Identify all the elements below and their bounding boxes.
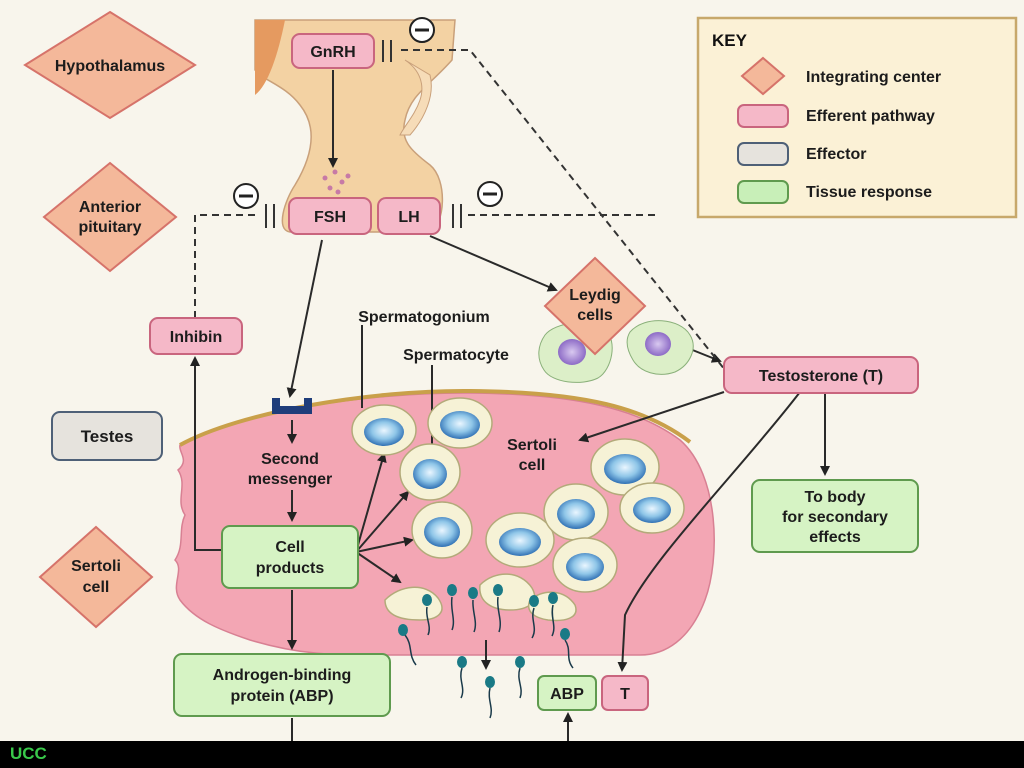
svg-text:Testes: Testes xyxy=(81,427,134,446)
sperm-heads xyxy=(398,584,570,688)
svg-text:Second: Second xyxy=(261,451,319,468)
node-inhibin: Inhibin xyxy=(149,317,243,355)
svg-text:LH: LH xyxy=(398,209,419,226)
node-hypothalamus: Hypothalamus xyxy=(23,10,197,120)
fsh-receptor xyxy=(272,398,312,414)
svg-text:To body: To body xyxy=(804,489,865,506)
svg-text:products: products xyxy=(256,560,325,577)
key-effector-swatch xyxy=(737,142,789,166)
node-anterior-pituitary: Anterior pituitary xyxy=(42,161,178,273)
node-testosterone: Testosterone (T) xyxy=(723,356,919,394)
hypothalamus-pituitary-anatomy xyxy=(254,19,456,233)
key-efferent-pathway-swatch xyxy=(737,104,789,128)
svg-text:Androgen-binding: Androgen-binding xyxy=(213,667,352,684)
node-cell-products: Cell products xyxy=(221,525,359,589)
label-spermatogonium: Spermatogonium xyxy=(358,309,490,326)
node-testes: Testes xyxy=(51,411,163,461)
node-second-messenger: Second messenger xyxy=(248,451,333,488)
svg-text:FSH: FSH xyxy=(314,209,346,226)
svg-text:Leydig: Leydig xyxy=(569,287,621,304)
svg-text:Anterior: Anterior xyxy=(79,199,141,216)
svg-text:for secondary: for secondary xyxy=(782,509,888,526)
node-lh: LH xyxy=(377,197,441,235)
svg-text:GnRH: GnRH xyxy=(310,44,355,61)
svg-text:protein (ABP): protein (ABP) xyxy=(230,688,333,705)
node-abp: ABP xyxy=(537,675,597,711)
node-abp-protein: Androgen-binding protein (ABP) xyxy=(173,653,391,717)
node-gnrh: GnRH xyxy=(291,33,375,69)
hormone-granules xyxy=(322,169,351,195)
svg-text:cells: cells xyxy=(577,307,613,324)
node-fsh: FSH xyxy=(288,197,372,235)
key-panel: KEY Integrating center Efferent pathway … xyxy=(696,16,1018,219)
node-sertoli-cell-left: Sertoli cell xyxy=(38,525,154,629)
label-sertoli-cell-inner-2: cell xyxy=(519,457,546,474)
footer-ucc-tag: UCC xyxy=(10,744,47,763)
label-sertoli-cell-inner: Sertoli xyxy=(507,437,557,454)
svg-text:Inhibin: Inhibin xyxy=(170,329,222,346)
svg-text:Sertoli: Sertoli xyxy=(71,558,121,575)
negative-feedback-lines xyxy=(194,49,726,371)
svg-text:Cell: Cell xyxy=(275,539,304,556)
key-integrating-center-label: Integrating center xyxy=(806,69,941,86)
key-tissue-response-swatch xyxy=(737,180,789,204)
label-spermatocyte: Spermatocyte xyxy=(403,347,509,364)
svg-text:cell: cell xyxy=(83,579,110,596)
key-integrating-center-swatch xyxy=(740,56,786,96)
svg-text:T: T xyxy=(620,686,630,703)
feedback-blocks xyxy=(265,40,462,228)
sperm-cells xyxy=(404,596,574,719)
svg-text:messenger: messenger xyxy=(248,471,333,488)
bottom-black-bar xyxy=(0,741,1024,768)
key-efferent-pathway-label: Efferent pathway xyxy=(806,108,935,125)
node-t: T xyxy=(601,675,649,711)
node-to-body: To body for secondary effects xyxy=(751,479,919,553)
key-effector-label: Effector xyxy=(806,146,866,163)
inhibition-symbols xyxy=(233,17,503,209)
svg-text:effects: effects xyxy=(809,529,861,546)
svg-text:ABP: ABP xyxy=(550,686,584,703)
key-title: KEY xyxy=(712,31,748,50)
svg-text:Testosterone (T): Testosterone (T) xyxy=(759,368,883,385)
node-leydig-cells: Leydig cells xyxy=(543,256,647,356)
key-tissue-response-label: Tissue response xyxy=(806,184,932,201)
svg-text:Hypothalamus: Hypothalamus xyxy=(55,58,165,75)
svg-text:pituitary: pituitary xyxy=(78,219,141,236)
